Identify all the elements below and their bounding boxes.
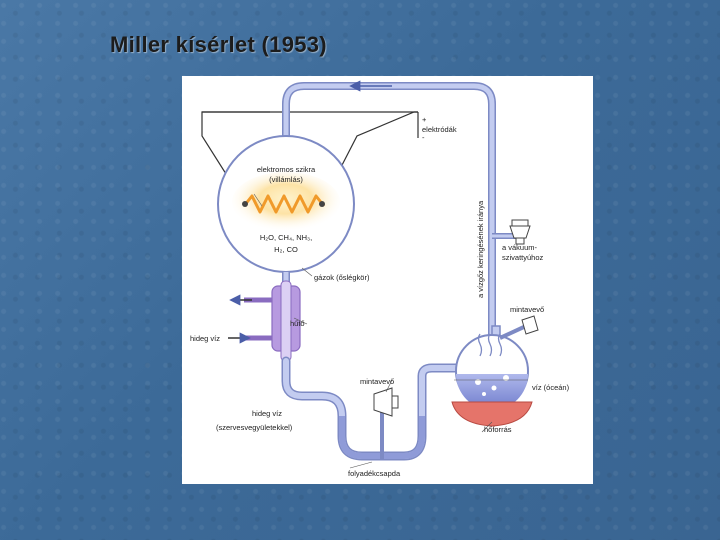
vacuum-label-1: a vákuum- (502, 243, 538, 252)
vacuum-label-2: szivattyúhoz (502, 253, 544, 262)
miller-diagram: + elektródák - elektromos szikra (villám… (182, 76, 593, 484)
electrodes-label: elektródák (422, 125, 457, 134)
cold-water-organic-2: (szervesvegyületekkel) (216, 423, 293, 432)
tube-bottom (281, 356, 463, 461)
slide-title: Miller kísérlet (1953) (110, 32, 327, 57)
water-ocean-label: víz (óceán) (532, 383, 570, 392)
spark-zigzag (242, 194, 326, 214)
heat-source-label: hőforrás (484, 425, 512, 434)
heat-source (451, 401, 533, 427)
cold-water-organic-1: hideg víz (252, 409, 282, 418)
cooler-label: hűtő (290, 319, 305, 328)
ocean-flask (455, 325, 529, 410)
vacuum-valve (492, 219, 531, 245)
minus-sign: - (422, 133, 425, 142)
trap-label: folyadékcsapda (348, 469, 401, 478)
spark-label-1: elektromos szikra (257, 165, 316, 174)
top-sampler (499, 315, 539, 340)
sampler-top-label: mintavevő (510, 305, 544, 314)
gases-formula-2: H₂, CO (274, 245, 298, 254)
gases-formula-1: H₂O, CH₄, NH₃, (260, 233, 312, 242)
spark-label-2: (villámlás) (269, 175, 303, 184)
bottom-sampler (373, 387, 399, 417)
apparatus-svg: + elektródák - elektromos szikra (villám… (190, 80, 570, 478)
sampler-bottom-label: mintavevő (360, 377, 394, 386)
cold-water-label: hideg víz (190, 334, 220, 343)
circulation-label: a vízgőz keringésének iránya (476, 200, 485, 298)
gases-label: gázok (őslégkör) (314, 273, 370, 282)
plus-sign: + (422, 115, 427, 124)
